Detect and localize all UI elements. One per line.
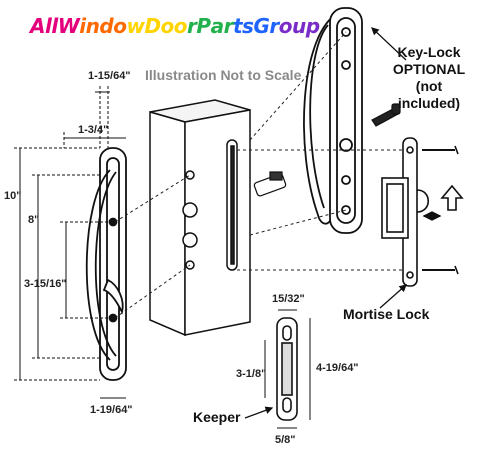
logo-letter: w — [126, 14, 145, 38]
logo-letter: W — [57, 14, 80, 38]
logo-letter: r — [269, 14, 279, 38]
mortise-lock-body — [381, 137, 464, 287]
logo-letter: d — [99, 14, 114, 38]
keeper-plate — [276, 317, 298, 421]
dim-handle-base: 1-19/64" — [90, 404, 133, 416]
logo-letter: o — [113, 14, 127, 38]
dim-hole-spacing: 8" — [28, 214, 40, 226]
interior-handle — [303, 7, 363, 234]
logo-letter: t — [232, 14, 243, 38]
keeper-label: Keeper — [193, 409, 241, 425]
dim-keeper-inner: 3-1/8" — [236, 368, 267, 380]
logo-letter: A — [30, 14, 45, 38]
logo-letter: G — [253, 14, 270, 38]
scale-notice: Illustration Not to Scale — [145, 67, 302, 83]
handle-dimension-lines — [14, 86, 126, 399]
logo-letter: o — [160, 14, 175, 38]
alignment-lines — [114, 31, 405, 319]
dim-top-offset: 1-15/64" — [88, 70, 131, 82]
key-lock-line-2: OPTIONAL — [392, 61, 466, 77]
key-lock-parts — [253, 103, 401, 197]
logo-letter: u — [291, 14, 306, 38]
key-lock-line-1: Key-Lock — [397, 44, 461, 60]
key-lock-line-3: (not included) — [397, 78, 461, 111]
logo-letter: D — [144, 14, 161, 38]
exterior-handle — [85, 147, 127, 381]
logo-letter: P — [196, 14, 211, 38]
key-lock-label: Key-Lock OPTIONAL (not included) — [389, 44, 469, 112]
dim-grip-spacing: 3-15/16" — [24, 278, 67, 290]
logo-letter: s — [242, 14, 254, 38]
dim-overall-height: 10" — [4, 190, 22, 202]
logo-letter: n — [85, 14, 100, 38]
dim-keeper-overall: 4-19/64" — [316, 362, 359, 374]
logo-letter: o — [278, 14, 293, 38]
dim-keeper-top: 15/32" — [272, 293, 305, 305]
door-block — [149, 99, 251, 337]
logo-letter: l — [51, 14, 58, 38]
mortise-lock-label: Mortise Lock — [343, 306, 430, 322]
dim-keeper-width: 5/8" — [275, 434, 296, 446]
logo-letter: l — [44, 14, 52, 38]
logo-letter: r — [223, 14, 234, 38]
logo-letter: o — [173, 14, 188, 38]
dim-handle-offset: 1-3/4" — [78, 124, 109, 136]
logo-letter: a — [210, 14, 225, 38]
keeper-dimension-lines — [264, 309, 311, 429]
callout-arrows — [244, 27, 407, 419]
logo-letter: r — [187, 14, 197, 38]
brand-logo: AllWindowDoorPartsGroup — [30, 14, 320, 38]
logo-letter: p — [305, 14, 320, 38]
logo-letter: i — [79, 14, 86, 38]
